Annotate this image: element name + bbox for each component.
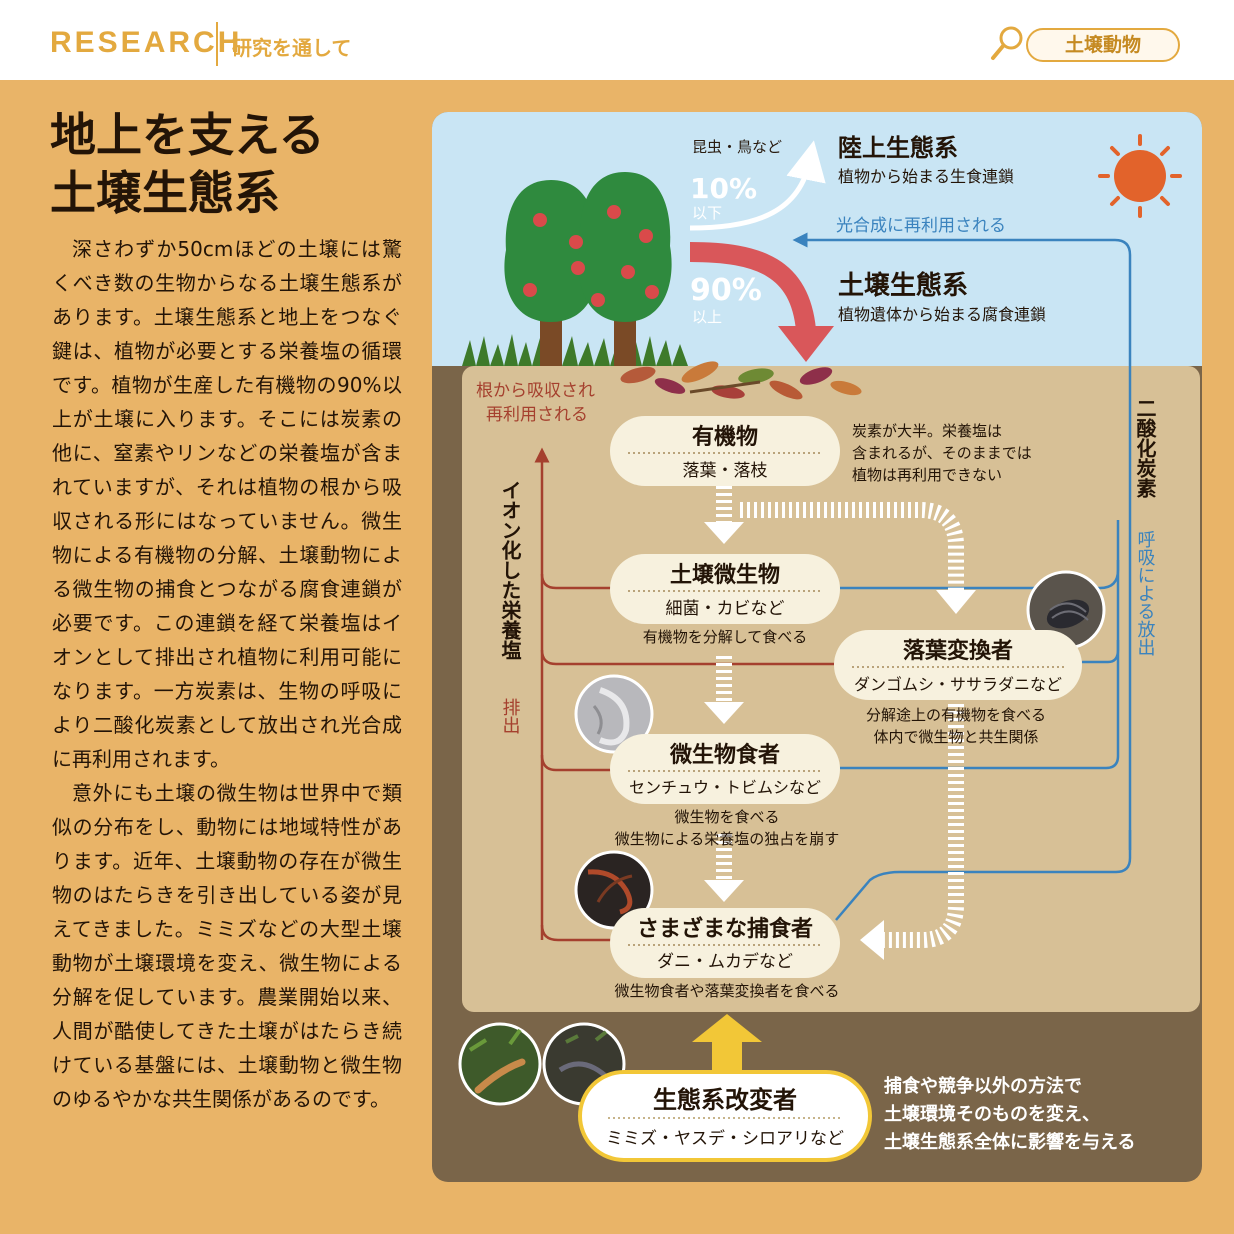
node-litter-transformers: 落葉変換者 ダンゴムシ・ササラダニなど	[834, 630, 1082, 700]
microbes-sub: 細菌・カビなど	[666, 599, 785, 619]
search-icon[interactable]	[990, 24, 1026, 62]
tag-button[interactable]: 土壌動物	[1026, 28, 1180, 62]
soil-ecosystem-sub: 植物遺体から始まる腐食連鎖	[838, 305, 1046, 324]
node-microbe-eaters: 微生物食者 センチュウ・トビムシなど	[610, 734, 840, 804]
pct-down-sub-label: 以上	[692, 308, 722, 326]
excretion-label: 排出	[500, 698, 521, 734]
leaf-litter	[620, 361, 862, 400]
eaters-note-1: 微生物を食べる	[674, 808, 779, 826]
organic-note-1: 炭素が大半。栄養塩は	[852, 422, 1002, 440]
litter-note-2: 体内で微生物と共生関係	[873, 728, 1038, 746]
predators-sub: ダニ・ムカデなど	[657, 951, 793, 972]
co2-label: 二酸化炭素	[1133, 398, 1157, 498]
photosynthesis-label: 光合成に再利用される	[836, 216, 1006, 236]
eaters-title: 微生物食者	[669, 742, 780, 768]
engineers-note-3: 土壌生態系全体に影響を与える	[884, 1131, 1135, 1153]
engineers-note-2: 土壌環境そのものを変え、	[884, 1103, 1100, 1125]
pillbug-photo	[1026, 570, 1106, 650]
ninety-percent-arrow	[689, 242, 816, 332]
organic-title: 有機物	[692, 424, 758, 450]
pct-up-sub-label: 以下	[692, 204, 722, 222]
eaters-note-2: 微生物による栄養塩の独占を崩す	[615, 830, 840, 848]
soil-ecosystem-title: 土壌生態系	[838, 270, 968, 301]
tree-icon	[504, 172, 672, 366]
sun-icon	[1098, 134, 1182, 218]
predators-title: さまざまな捕食者	[637, 916, 813, 942]
flow-arrow-heads	[704, 522, 976, 960]
decomposition-flow-arrows	[716, 486, 964, 948]
engineers-arrow	[692, 1014, 762, 1074]
predators-note: 微生物食者や落葉変換者を食べる	[614, 982, 839, 1000]
ion-nutrient-label: イオン化した栄養塩	[498, 480, 522, 660]
ten-percent-arrow	[689, 140, 826, 231]
node-soil-microbes: 土壌微生物 細菌・カビなど	[610, 554, 840, 624]
litter-title: 落葉変換者	[903, 638, 1013, 664]
article-paragraph-1: 深さわずか50cmほどの土壌には驚くべき数の生物からなる土壌生態系があります。土…	[52, 237, 402, 771]
microbes-title: 土壌微生物	[670, 562, 780, 588]
node-ecosystem-engineers: 生態系改変者 ミミズ・ヤスデ・シロアリなど	[578, 1070, 872, 1162]
respiration-label: 呼吸による放出	[1135, 530, 1156, 656]
node-predators: さまざまな捕食者 ダニ・ムカデなど	[610, 908, 840, 978]
section-label: 研究を通して	[232, 36, 352, 60]
organic-note-2: 含まれるが、そのままでは	[852, 444, 1032, 462]
brand-label: RESEARCH	[50, 26, 243, 59]
nematode-photo	[574, 674, 654, 754]
article-paragraph-2: 意外にも土壌の微生物は世界中で類似の分布をし、動物には地域特性があります。近年、…	[52, 781, 402, 1111]
litter-sub: ダンゴムシ・ササラダニなど	[854, 675, 1062, 694]
title-line-2: 土壌生態系	[50, 166, 280, 220]
insects-label: 昆虫・鳥など	[692, 138, 782, 156]
litter-note-1: 分解途上の有機物を食べる	[866, 706, 1046, 724]
engineers-title: 生態系改変者	[653, 1086, 797, 1114]
page-title: 地上を支える 土壌生態系	[50, 106, 325, 222]
ion-flow-lines	[534, 447, 834, 942]
land-ecosystem-sub: 植物から始まる生食連鎖	[838, 167, 1014, 186]
pct-up-label: 10%	[690, 172, 757, 205]
node-organic-matter: 有機物 落葉・落枝	[610, 416, 840, 486]
article-body: 深さわずか50cmほどの土壌には驚くべき数の生物からなる土壌生態系があります。土…	[52, 232, 402, 1116]
land-ecosystem-title: 陸上生態系	[838, 134, 958, 162]
brand-divider	[216, 22, 218, 66]
root-absorb-label-1: 根から吸収され	[476, 381, 595, 401]
page-header: RESEARCH 研究を通して 土壌動物	[0, 0, 1234, 80]
pct-down-label: 90%	[690, 273, 762, 308]
eaters-sub: センチュウ・トビムシなど	[629, 778, 821, 797]
microbes-note: 有機物を分解して食べる	[643, 628, 808, 646]
organic-note-3: 植物は再利用できない	[852, 466, 1002, 484]
title-line-1: 地上を支える	[50, 108, 325, 162]
engineers-note-1: 捕食や競争以外の方法で	[884, 1075, 1082, 1097]
millipede-photo	[458, 1022, 542, 1106]
root-absorb-label-2: 再利用される	[486, 405, 588, 425]
engineers-sub: ミミズ・ヤスデ・シロアリなど	[606, 1128, 844, 1149]
organic-sub: 落葉・落枝	[683, 461, 768, 481]
co2-flow-lines	[792, 232, 1132, 921]
